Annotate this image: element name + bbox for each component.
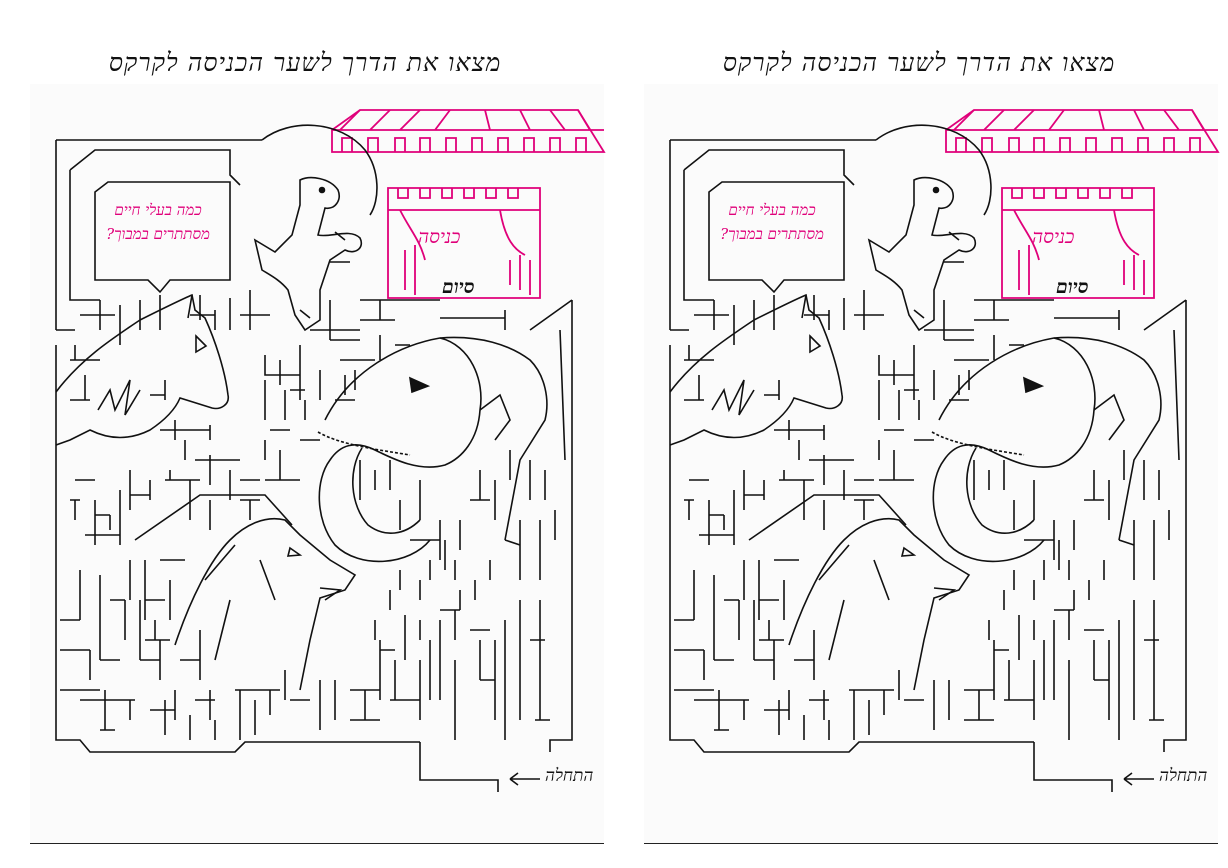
dog-icon — [253, 124, 378, 332]
maze-question: כמה בעלי חיים מסתתרים במבוך? — [106, 201, 210, 243]
maze-inner-walls — [60, 149, 556, 740]
gate-label: כניסה — [1032, 226, 1075, 248]
finish-label: סיום — [442, 276, 475, 298]
tent-roof — [945, 109, 1220, 153]
start-label: התחלה — [1159, 766, 1208, 786]
finish-label: סיום — [1056, 276, 1089, 298]
circus-tent — [331, 109, 606, 299]
giraffe-icon — [748, 494, 971, 691]
elephant-icon — [931, 329, 1180, 563]
maze-inner-walls — [674, 149, 1170, 740]
start-label: התחלה — [545, 766, 594, 786]
maze-sheet-right: מצאו את הדרך לשער הכניסה לקרקס — [614, 0, 1228, 868]
maze-outer-wall — [669, 139, 1187, 792]
start-arrow-icon — [509, 772, 540, 786]
maze-drawing — [669, 109, 1220, 792]
maze-drawing — [55, 109, 606, 792]
maze-walls — [669, 139, 1187, 792]
maze-question: כמה בעלי חיים מסתתרים במבוך? — [720, 201, 824, 243]
horse-icon — [55, 293, 230, 446]
maze-outer-wall — [55, 139, 573, 792]
speech-bubble — [708, 181, 845, 294]
gate-top — [388, 188, 540, 211]
gate-frame — [387, 187, 541, 299]
gate-curtains — [1013, 209, 1145, 295]
page-title: מצאו את הדרך לשער הכניסה לקרקס — [108, 48, 502, 77]
dog-icon — [867, 124, 992, 332]
gate-frame — [1001, 187, 1155, 299]
page-title: מצאו את הדרך לשער הכניסה לקרקס — [722, 48, 1116, 77]
elephant-icon — [317, 329, 566, 563]
gate-label: כניסה — [418, 226, 461, 248]
giraffe-icon — [134, 494, 357, 691]
circus-tent — [945, 109, 1220, 299]
start-arrow-icon — [1123, 772, 1154, 786]
maze-walls — [55, 139, 573, 792]
gate-top — [1002, 188, 1154, 211]
tent-roof — [331, 109, 606, 153]
tent-scallops — [341, 137, 587, 152]
tent-scallops — [955, 137, 1201, 152]
speech-bubble — [94, 181, 231, 294]
bottom-rule — [644, 843, 1218, 844]
horse-icon — [669, 293, 844, 446]
maze-sheet-left: מצאו את הדרך לשער הכניסה לקרקס — [30, 48, 606, 844]
gate-curtains — [399, 209, 531, 295]
bottom-rule — [30, 843, 604, 844]
